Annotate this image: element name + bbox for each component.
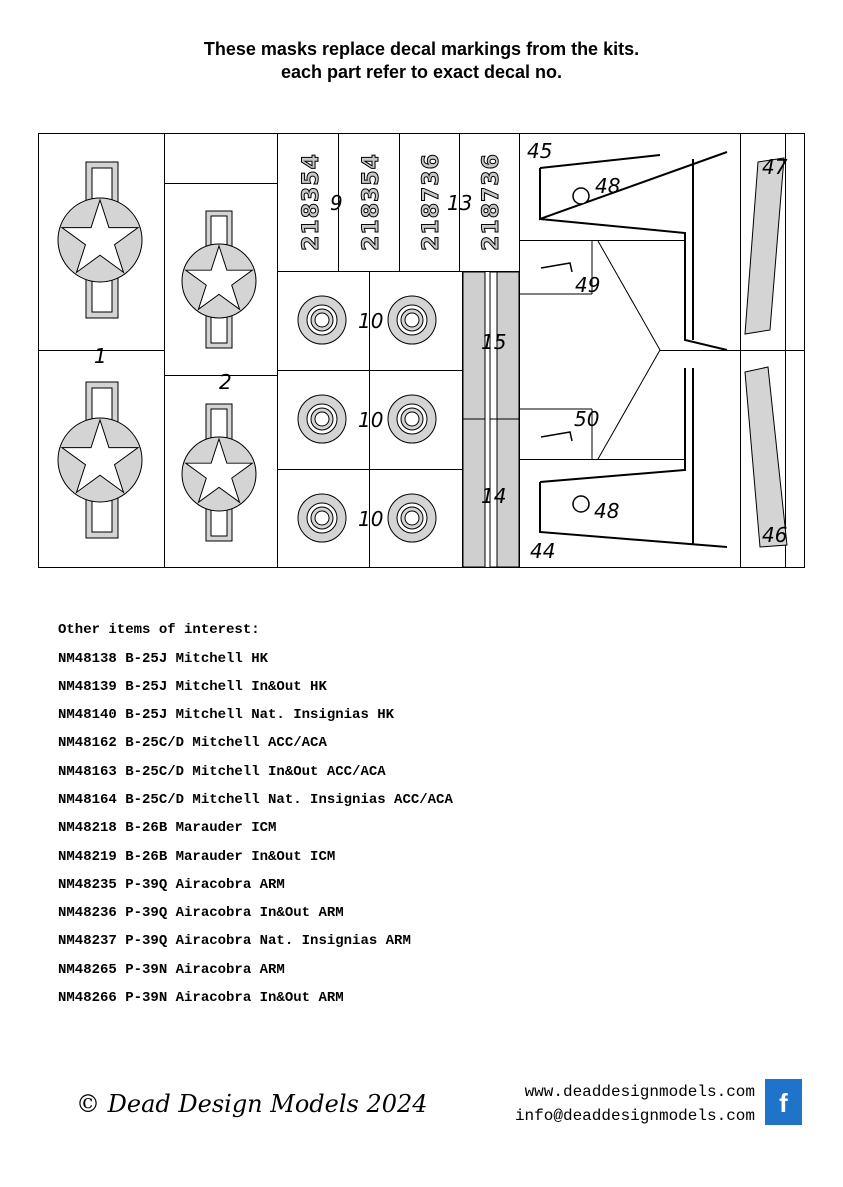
serial-number-1: 218354 <box>299 153 324 251</box>
part-label-9: 9 <box>330 191 343 215</box>
panel-guides <box>519 240 661 460</box>
part-label-49: 49 <box>575 273 600 297</box>
sheet-grid <box>38 133 804 567</box>
roundel-ring-2 <box>387 295 437 345</box>
list-item: NM48235 P-39Q Airacobra ARM <box>58 876 285 893</box>
list-item: NM48219 B-26B Marauder In&Out ICM <box>58 848 336 865</box>
list-item: NM48139 B-25J Mitchell In&Out HK <box>58 678 327 695</box>
contact-info: www.deaddesignmodels.com info@deaddesign… <box>515 1080 755 1128</box>
facebook-icon[interactable]: f <box>765 1079 802 1125</box>
insignia-2-top <box>182 210 256 349</box>
roundel-ring-1 <box>297 295 347 345</box>
part-label-48-top: 48 <box>595 174 620 198</box>
part-label-48-bottom: 48 <box>594 499 619 523</box>
serial-number-4: 218736 <box>479 153 504 251</box>
list-item: NM48266 P-39N Airacobra In&Out ARM <box>58 990 344 1007</box>
roundel-ring-4 <box>387 394 437 444</box>
hole-mask-bottom <box>572 495 590 513</box>
serial-number-2: 218354 <box>359 153 384 251</box>
header-line-2: each part refer to exact decal no. <box>280 62 563 82</box>
other-items-title: Other items of interest: <box>58 622 260 638</box>
hole-mask-top <box>572 187 590 205</box>
curved-strip-47 <box>744 157 785 335</box>
header-line-1: These masks replace decal markings from … <box>203 39 640 59</box>
other-items-list: Other items of interest: NM48138 B-25J M… <box>58 620 453 1016</box>
part-label-10c: 10 <box>358 507 383 531</box>
list-item: NM48162 B-25C/D Mitchell ACC/ACA <box>58 735 327 752</box>
part-label-13: 13 <box>447 191 472 215</box>
roundel-ring-5 <box>297 493 347 543</box>
list-item: NM48218 B-26B Marauder ICM <box>58 820 277 837</box>
insignia-2-bottom <box>182 403 256 542</box>
email-link[interactable]: info@deaddesignmodels.com <box>514 1107 755 1125</box>
serial-number-3: 218736 <box>419 153 444 251</box>
list-item: NM48163 B-25C/D Mitchell In&Out ACC/ACA <box>58 763 386 780</box>
part-label-15: 15 <box>481 330 506 354</box>
part-label-50: 50 <box>574 407 599 431</box>
list-item: NM48237 P-39Q Airacobra Nat. Insignias A… <box>58 933 411 950</box>
list-item: NM48236 P-39Q Airacobra In&Out ARM <box>58 905 344 922</box>
canopy-outline-masks <box>539 151 728 548</box>
list-item: NM48164 B-25C/D Mitchell Nat. Insignias … <box>58 791 453 808</box>
part-label-10b: 10 <box>358 408 383 432</box>
insignia-1-bottom <box>58 381 142 539</box>
part-label-46: 46 <box>762 523 787 547</box>
part-label-45: 45 <box>527 139 552 163</box>
part-label-10a: 10 <box>358 309 383 333</box>
roundel-ring-6 <box>387 493 437 543</box>
curved-strip-46 <box>744 366 788 548</box>
roundel-ring-3 <box>297 394 347 444</box>
list-item: NM48265 P-39N Airacobra ARM <box>58 961 285 978</box>
website-link[interactable]: www.deaddesignmodels.com <box>524 1083 755 1101</box>
small-ticks <box>540 262 573 442</box>
part-label-44: 44 <box>530 539 555 563</box>
part-label-1: 1 <box>94 344 107 368</box>
copyright: © Dead Design Models 2024 <box>76 1090 428 1118</box>
insignia-1-top <box>58 161 142 319</box>
part-label-47: 47 <box>762 155 788 179</box>
mask-sheet: 218354 218354 218736 218736 <box>38 133 805 568</box>
part-label-2: 2 <box>219 370 232 394</box>
header: These masks replace decal markings from … <box>0 38 843 84</box>
part-labels: 1 2 9 13 10 10 10 15 14 45 48 49 50 48 4… <box>94 139 788 563</box>
list-item: NM48140 B-25J Mitchell Nat. Insignias HK <box>58 707 395 724</box>
part-label-14: 14 <box>481 484 506 508</box>
list-item: NM48138 B-25J Mitchell HK <box>58 650 269 667</box>
strip-masks <box>462 271 520 568</box>
